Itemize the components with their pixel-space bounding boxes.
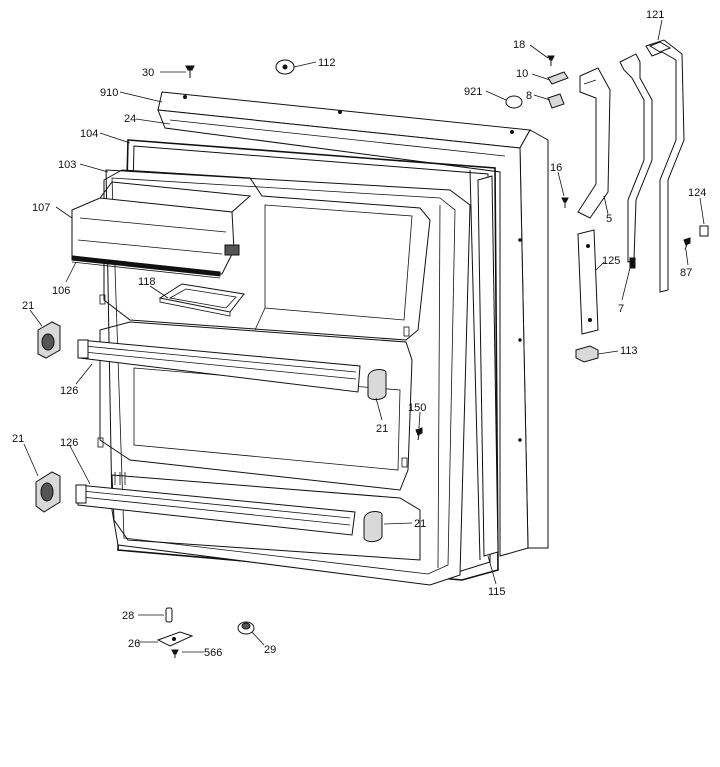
clip-124 [699, 225, 709, 237]
callout-124: 124 [688, 187, 706, 199]
screw-87 [683, 237, 691, 251]
shelf-end-cap-right-upper [367, 369, 387, 401]
callout-125: 125 [602, 255, 620, 267]
dairy-door-hinge-strip [71, 255, 221, 279]
callout-30: 30 [142, 67, 154, 79]
screw-150 [415, 427, 423, 441]
outer-door-panel [157, 91, 549, 557]
callout-107: 107 [32, 202, 50, 214]
bracket-10 [547, 71, 569, 85]
plug-921 [505, 95, 523, 109]
callout-121: 121 [646, 9, 664, 21]
callout-5: 5 [606, 213, 612, 225]
hinge-plate-26 [156, 631, 194, 647]
callout-10: 10 [516, 68, 528, 80]
screw-30 [185, 65, 195, 78]
callout-28: 28 [122, 610, 134, 622]
callout-16: 16 [550, 162, 562, 174]
callout-113: 113 [620, 345, 638, 357]
cap-113 [575, 345, 599, 363]
callout-103: 103 [58, 159, 76, 171]
pin-28 [165, 607, 173, 623]
callout-21-right-upper: 21 [376, 423, 388, 435]
callout-21-left-lower: 21 [12, 433, 24, 445]
shelf-end-cap-left-upper [37, 321, 61, 359]
callout-112: 112 [318, 57, 336, 69]
callout-18: 18 [513, 39, 525, 51]
callout-910: 910 [100, 87, 118, 99]
callout-21-left-upper: 21 [22, 300, 34, 312]
leader-lines [23, 19, 705, 653]
callout-29: 29 [264, 644, 276, 656]
shelf-end-cap-right-lower [363, 511, 383, 543]
callout-126-upper: 126 [60, 385, 78, 397]
callout-118: 118 [138, 276, 156, 288]
shim-125 [577, 229, 599, 335]
callout-26: 26 [128, 638, 140, 650]
callout-21-right-lower: 21 [414, 518, 426, 530]
breaker-strip [477, 175, 499, 557]
callout-106: 106 [52, 285, 70, 297]
screw-16 [561, 197, 569, 208]
callout-921: 921 [464, 86, 482, 98]
callout-7: 7 [618, 303, 624, 315]
bushing-8 [547, 93, 565, 109]
callout-labels: 121 18 30 112 10 910 921 8 24 104 16 103… [12, 9, 706, 659]
screw-18 [547, 55, 555, 66]
plug-112 [275, 59, 295, 75]
shelf-end-cap-left-lower [35, 471, 61, 513]
lower-door-shelf-bar [75, 484, 356, 536]
callout-566: 566 [204, 647, 222, 659]
callout-24: 24 [124, 113, 136, 125]
handle-trim-121 [645, 39, 685, 293]
callout-104: 104 [80, 128, 98, 140]
callout-87: 87 [680, 267, 692, 279]
callout-8: 8 [526, 90, 532, 102]
callout-150: 150 [408, 402, 426, 414]
screw-566 [171, 649, 179, 658]
hinge-bracket-5 [577, 67, 611, 219]
callout-126-lower: 126 [60, 437, 78, 449]
butter-tray [158, 283, 245, 317]
door-handle-7 [619, 53, 653, 269]
bushing-29 [237, 621, 255, 635]
callout-115: 115 [488, 586, 506, 598]
upper-door-shelf-bar [77, 339, 361, 393]
